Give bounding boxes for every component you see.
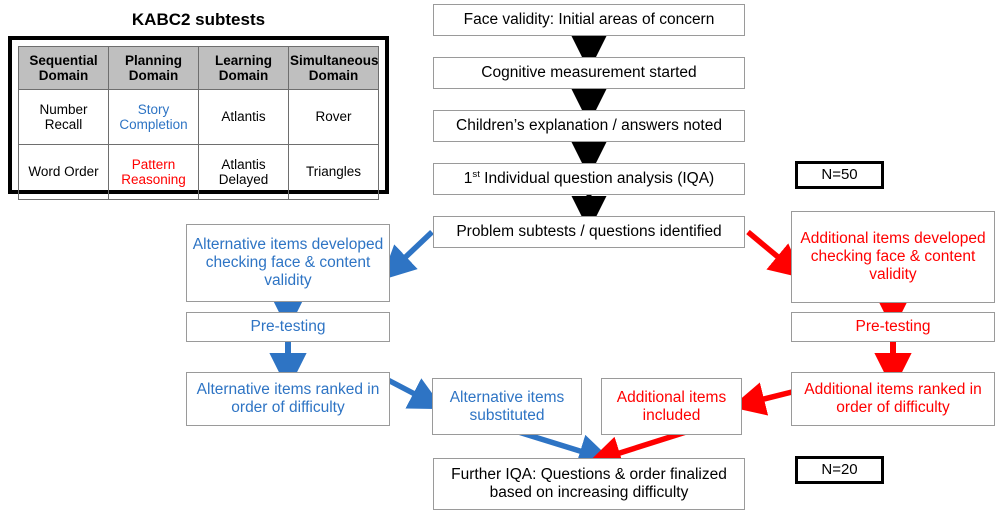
node-first-iqa-label: 1st Individual question analysis (IQA) [439, 170, 739, 188]
first-iqa-prefix: 1 [463, 170, 473, 188]
node-alternative-items-ranked: Alternative items ranked in order of dif… [186, 372, 390, 426]
header-line-2: Domain [218, 68, 269, 83]
table-header-planning-domain: Planning Domain [108, 46, 199, 90]
table-row: Number Recall Story Completion Atlantis … [18, 89, 379, 145]
cell-rover: Rover [288, 89, 379, 145]
table-header-sequential-domain: Sequential Domain [18, 46, 109, 90]
badge-n-20: N=20 [795, 456, 884, 484]
header-line-1: Sequential [29, 52, 98, 68]
node-additional-pre-testing: Pre-testing [791, 312, 995, 342]
badge-n-50: N=50 [795, 161, 884, 189]
arrow-problem-to-alt-developed [381, 230, 434, 281]
node-alternative-items-developed: Alternative items developed checking fac… [186, 224, 390, 302]
node-additional-items-developed: Additional items developed checking face… [791, 211, 995, 303]
node-face-validity: Face validity: Initial areas of concern [433, 4, 745, 36]
cell-triangles: Triangles [288, 144, 379, 200]
header-line-1: Learning [214, 52, 272, 68]
first-iqa-superscript: st [472, 168, 480, 180]
arrow-alt-ranked-to-substituted [384, 376, 444, 410]
table-row: Word Order Pattern Reasoning Atlantis De… [18, 144, 379, 200]
table-header-row: Sequential Domain Planning Domain Learni… [18, 46, 379, 90]
node-problem-subtests: Problem subtests / questions identified [433, 216, 745, 248]
cell-story-completion: Story Completion [108, 89, 199, 145]
header-line-2: Domain [128, 68, 179, 83]
table-header-simultaneous-domain: Simultaneous Domain [288, 46, 379, 90]
node-additional-items-included: Additional items included [601, 378, 742, 435]
node-children-explanation: Children’s explanation / answers noted [433, 110, 745, 142]
cell-word-order: Word Order [18, 144, 109, 200]
node-further-iqa: Further IQA: Questions & order finalized… [433, 458, 745, 510]
cell-atlantis-delayed: Atlantis Delayed [198, 144, 289, 200]
cell-atlantis: Atlantis [198, 89, 289, 145]
node-first-iqa: 1st Individual question analysis (IQA) [433, 163, 745, 195]
header-line-1: Simultaneous [290, 52, 379, 68]
table-header-learning-domain: Learning Domain [198, 46, 289, 90]
table-title: KABC2 subtests [131, 10, 266, 29]
cell-pattern-reasoning: Pattern Reasoning [108, 144, 199, 200]
arrow-problem-to-add-developed [746, 229, 804, 279]
header-line-2: Domain [308, 68, 359, 83]
arrow-add-included-to-further-iqa [587, 429, 687, 470]
node-additional-items-ranked: Additional items ranked in order of diff… [791, 372, 995, 426]
cell-number-recall: Number Recall [18, 89, 109, 145]
header-line-1: Planning [125, 52, 182, 68]
node-cognitive-measurement-started: Cognitive measurement started [433, 57, 745, 89]
header-line-2: Domain [38, 68, 89, 83]
kabc2-subtests-table: Sequential Domain Planning Domain Learni… [8, 36, 389, 200]
node-alternative-items-substituted: Alternative items substituted [432, 378, 582, 435]
first-iqa-rest: Individual question analysis (IQA) [479, 170, 715, 188]
node-alternative-pre-testing: Pre-testing [186, 312, 390, 342]
